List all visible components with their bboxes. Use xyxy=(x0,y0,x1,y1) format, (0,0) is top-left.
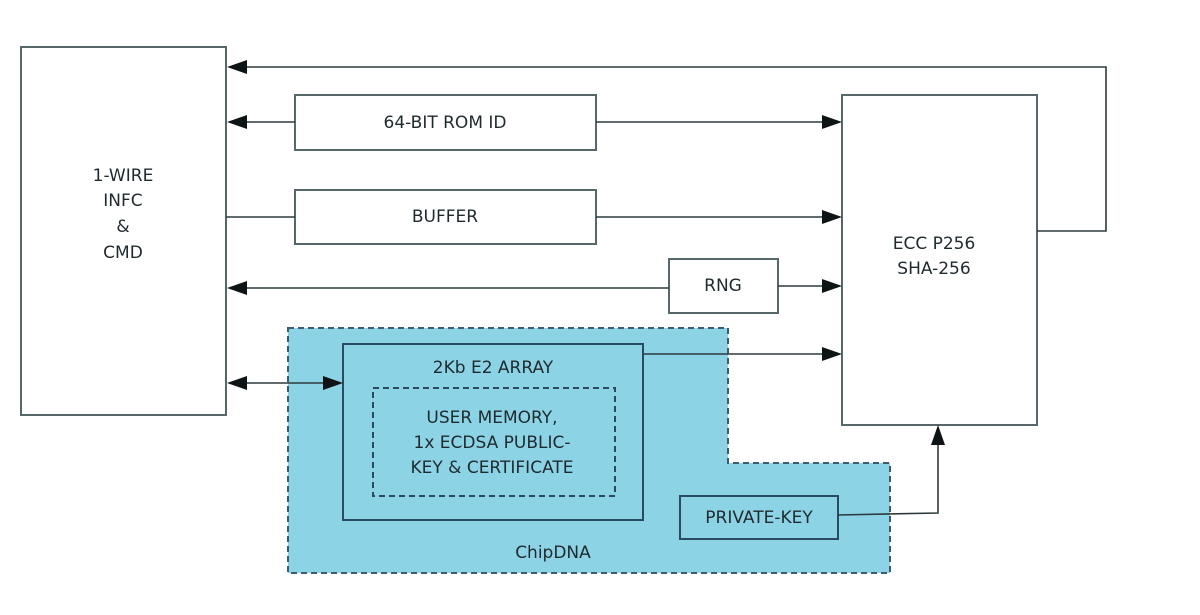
rom-id-label: 64-BIT ROM ID xyxy=(384,113,507,133)
arrow-head xyxy=(227,60,247,74)
rng-label: RNG xyxy=(704,276,742,296)
arrow-head xyxy=(227,115,247,129)
e2-array-label: 2Kb E2 ARRAY xyxy=(433,358,554,378)
arrow-head xyxy=(227,281,247,295)
e2-array-block xyxy=(342,343,644,521)
crypto-label-line2: SHA-256 xyxy=(897,259,970,279)
interface-label-line2: INFC xyxy=(103,191,142,211)
user-memory-block xyxy=(372,387,616,497)
interface-label-line3: & xyxy=(116,217,129,237)
user-memory-line2: 1x ECDSA PUBLIC- xyxy=(414,433,571,453)
interface-label-line1: 1-WIRE xyxy=(93,166,154,186)
crypto-label-line1: ECC P256 xyxy=(893,234,976,254)
interface-block xyxy=(20,46,227,416)
user-memory-line3: KEY & CERTIFICATE xyxy=(410,458,573,478)
arrow-head xyxy=(822,210,842,224)
arrow-head xyxy=(323,376,343,390)
chipdna-region xyxy=(287,327,891,574)
rom-id-block xyxy=(294,94,597,151)
interface-label-line4: CMD xyxy=(103,243,143,263)
arrow-head xyxy=(822,279,842,293)
private-key-block xyxy=(679,495,839,540)
user-memory-line1: USER MEMORY, xyxy=(426,408,557,428)
private-key-to-crypto-wire xyxy=(837,445,939,516)
rng-block xyxy=(668,258,779,314)
arrow-head xyxy=(227,376,247,390)
feedback-wire xyxy=(246,66,1107,232)
arrow-head xyxy=(822,347,842,361)
buffer-label: BUFFER xyxy=(412,207,478,227)
arrow-head xyxy=(822,115,842,129)
arrow-head xyxy=(931,425,945,445)
chipdna-label: ChipDNA xyxy=(515,543,591,563)
private-key-label: PRIVATE-KEY xyxy=(705,508,813,528)
crypto-block xyxy=(841,94,1038,426)
